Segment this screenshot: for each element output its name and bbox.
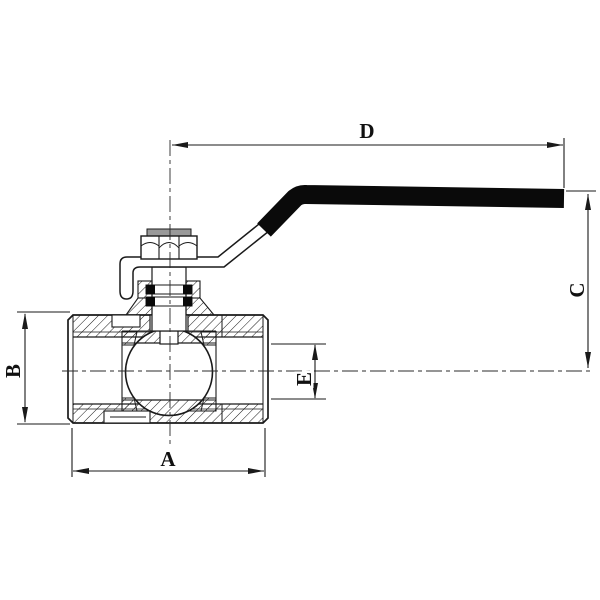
stem-packing bbox=[124, 266, 216, 332]
nut-top-cap bbox=[146, 228, 192, 237]
arrowhead bbox=[248, 468, 264, 474]
handle-grip bbox=[257, 184, 565, 237]
dimension-B: B bbox=[1, 311, 70, 425]
stem-tenon bbox=[159, 330, 179, 345]
seat-top-left bbox=[121, 331, 138, 346]
arrowhead bbox=[585, 352, 591, 368]
dim-label-C: C bbox=[565, 282, 589, 297]
nut-body bbox=[140, 235, 198, 260]
o-ring-lower-left bbox=[146, 297, 155, 306]
arrowhead bbox=[172, 142, 188, 148]
arrowhead bbox=[547, 142, 563, 148]
dimension-D: D bbox=[172, 119, 565, 188]
o-ring-lower-right bbox=[183, 297, 192, 306]
arrowhead bbox=[312, 383, 318, 399]
dimension-E: E bbox=[271, 343, 326, 400]
arrowhead bbox=[585, 194, 591, 210]
body-joint-notch bbox=[111, 314, 141, 328]
arrowhead bbox=[312, 344, 318, 360]
centerlines bbox=[62, 140, 594, 447]
ball-bottom-segment bbox=[134, 399, 204, 417]
arrowhead bbox=[22, 313, 28, 329]
dimension-A: A bbox=[71, 428, 266, 477]
dim-label-A: A bbox=[160, 447, 176, 471]
dim-label-D: D bbox=[359, 119, 374, 143]
o-ring-upper-right bbox=[183, 285, 192, 294]
arrowhead bbox=[22, 407, 28, 423]
dim-label-B: B bbox=[1, 364, 25, 378]
seat-top-right bbox=[200, 331, 217, 346]
stem-nut bbox=[140, 228, 198, 260]
dimension-C: C bbox=[565, 190, 596, 368]
seat-bottom-left bbox=[121, 397, 138, 412]
arrowhead bbox=[73, 468, 89, 474]
dim-label-E: E bbox=[292, 372, 316, 386]
seat-bottom-right bbox=[200, 397, 217, 412]
o-ring-upper-left bbox=[146, 285, 155, 294]
gland-flare-right bbox=[185, 297, 216, 316]
